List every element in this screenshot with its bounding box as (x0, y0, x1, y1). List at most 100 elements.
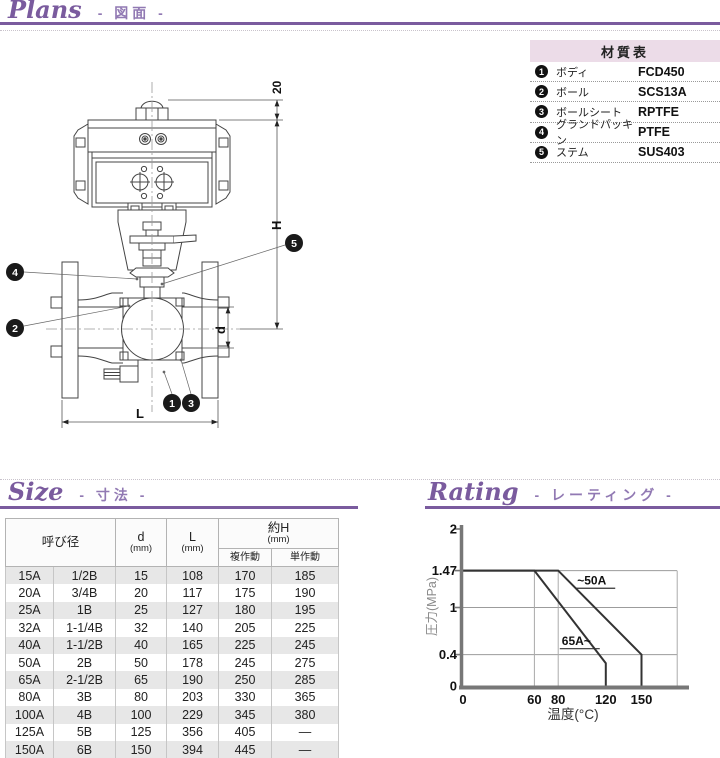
material-number-badge: 2 (535, 85, 548, 99)
size-table-cell: 185 (271, 566, 340, 585)
size-table-cell: 356 (166, 723, 220, 741)
dotted-separator-mid (0, 479, 720, 480)
right-flange (201, 261, 219, 399)
size-table-cell: 125A (5, 723, 54, 741)
size-table-cell: 245 (271, 636, 340, 654)
series-annotation: 65A~ (562, 634, 591, 648)
size-table-cell: 65 (115, 671, 168, 689)
size-table-cell: 150A (5, 740, 54, 758)
actuator-right-cap (215, 123, 231, 205)
size-table-cell: 100 (115, 706, 168, 724)
size-table-cell: 150 (115, 740, 168, 758)
size-table-cell: 195 (271, 601, 340, 620)
col-header-diameter: 呼び径 (4, 518, 117, 567)
callout-5: 5 (285, 234, 303, 252)
plans-title: Plans (8, 0, 82, 24)
y-tick-label: 2 (450, 522, 457, 537)
material-name: ボールシート (556, 106, 622, 119)
material-row: 1 ボディ FCD450 (530, 62, 720, 83)
material-value: SCS13A (638, 84, 687, 99)
size-table-cell: 225 (271, 619, 340, 637)
dimension-lines (61, 99, 283, 428)
size-table-cell: 1B (52, 601, 117, 620)
material-number-badge: 1 (535, 65, 548, 79)
svg-text:4: 4 (12, 267, 18, 279)
col-header-single-acting: 単作動 (271, 548, 340, 567)
col-header-L: L (mm) (166, 518, 220, 567)
size-table-head: 呼び径 d (mm) L (mm) 約H (mm) 複作動 単作動 (4, 518, 340, 567)
dim-L-label: L (136, 406, 144, 421)
size-table-cell: 50 (115, 653, 168, 672)
y-tick-label: 1 (450, 600, 457, 615)
dim-20-label: 20 (270, 80, 284, 94)
svg-text:3: 3 (188, 398, 194, 410)
x-tick-label: 120 (595, 692, 617, 707)
size-table-cell: 80 (115, 688, 168, 707)
y-tick-label: 1.47 (432, 563, 457, 578)
size-table-cell: 170 (218, 566, 273, 585)
size-table-cell: 32A (5, 619, 54, 637)
svg-text:2: 2 (12, 323, 18, 335)
size-table-cell: 4B (52, 706, 117, 724)
size-table-cell: 203 (166, 688, 220, 707)
callouts: 4 5 2 1 3 (6, 234, 303, 412)
size-table-cell: 330 (218, 688, 273, 707)
material-name: ボディ (556, 66, 589, 79)
valve-body-drawing (50, 261, 230, 399)
size-table-cell: 365 (271, 688, 340, 707)
size-table-cell: 380 (271, 706, 340, 724)
size-table-cell: 285 (271, 671, 340, 689)
size-table-cell: 405 (218, 723, 273, 741)
plans-rule (0, 22, 720, 25)
callout-1: 1 (163, 394, 181, 412)
callout-leaders (23, 244, 286, 395)
material-value: FCD450 (638, 64, 685, 79)
size-table-cell: 50A (5, 653, 54, 672)
x-tick-label: 80 (551, 692, 565, 707)
size-table-cell: 3/4B (52, 584, 117, 602)
size-table-cell: 32 (115, 619, 168, 637)
y-tick-label: 0.4 (439, 647, 458, 662)
x-tick-label: 0 (459, 692, 466, 707)
callout-4: 4 (6, 263, 24, 281)
size-table-cell: 229 (166, 706, 220, 724)
size-table-cell: 1-1/2B (52, 636, 117, 654)
size-table-cell: 3B (52, 688, 117, 707)
materials-table-title: 材質表 (530, 40, 720, 62)
material-name: ステム (556, 147, 589, 160)
size-table-cell: 2-1/2B (52, 671, 117, 689)
size-table-cell: 165 (166, 636, 220, 654)
size-table-cell: 40 (115, 636, 168, 654)
size-table-cell: 125 (115, 723, 168, 741)
size-table-cell: 345 (218, 706, 273, 724)
size-table-cell: 65A (5, 671, 54, 689)
dotted-separator-top (0, 30, 720, 31)
size-table-cell: 15 (115, 566, 168, 585)
rating-rule (425, 506, 720, 509)
size-table-cell: 15A (5, 566, 54, 585)
size-header: Size - 寸法 - (8, 480, 148, 505)
size-table-cell: 20 (115, 584, 168, 602)
size-table-cell: 6B (52, 740, 117, 758)
material-value: RPTFE (638, 104, 679, 119)
size-table-cell: 25A (5, 601, 54, 620)
size-title-jp: - 寸法 - (79, 487, 149, 503)
size-table-cell: 445 (218, 740, 273, 758)
valve-drawing: 20 H d L 4 5 2 (6, 80, 303, 428)
material-value: SUS403 (638, 145, 685, 160)
dim-H-label: H (269, 221, 284, 230)
size-table-cell: 2B (52, 653, 117, 672)
rating-title: Rating (428, 477, 519, 506)
material-number-badge: 4 (535, 125, 548, 139)
